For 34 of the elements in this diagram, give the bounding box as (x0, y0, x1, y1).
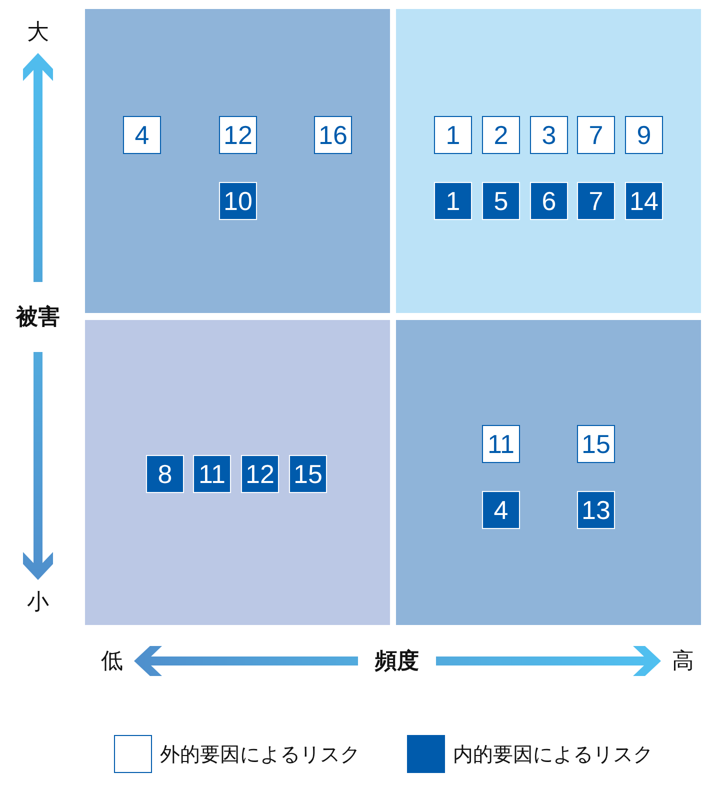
risk-number-tile: 5 (482, 182, 520, 220)
risk-number-tile: 8 (146, 455, 184, 493)
risk-number-tile: 4 (482, 491, 520, 529)
axis-end-label: 低 (101, 650, 123, 674)
quadrant-panel (85, 320, 390, 625)
risk-number-tile: 9 (625, 116, 663, 154)
axis-end-label: 小 (27, 590, 49, 616)
risk-number-tile: 2 (482, 116, 520, 154)
risk-number-tile: 16 (314, 116, 352, 154)
risk-number-tile: 15 (577, 425, 615, 463)
risk-number-tile: 11 (482, 425, 520, 463)
risk-number-tile: 11 (193, 455, 231, 493)
quadrant-panel (85, 9, 390, 313)
axis-title: 頻度 (375, 650, 419, 674)
axis-title: 被害 (16, 306, 60, 330)
axis-end-label: 大 (27, 20, 49, 46)
legend-label: 外的要因によるリスク (160, 743, 360, 765)
axis-end-label: 高 (672, 650, 694, 674)
risk-number-tile: 7 (577, 116, 615, 154)
risk-number-tile: 10 (219, 182, 257, 220)
risk-number-tile: 1 (434, 116, 472, 154)
quadrant-panel (396, 9, 701, 313)
risk-number-tile: 3 (530, 116, 568, 154)
risk-number-tile: 12 (241, 455, 279, 493)
risk-number-tile: 12 (219, 116, 257, 154)
legend-label: 内的要因によるリスク (453, 743, 653, 765)
risk-number-tile: 15 (289, 455, 327, 493)
risk-number-tile: 14 (625, 182, 663, 220)
quadrant-panel (396, 320, 701, 625)
risk-number-tile: 13 (577, 491, 615, 529)
risk-number-tile: 6 (530, 182, 568, 220)
risk-number-tile: 1 (434, 182, 472, 220)
risk-number-tile: 4 (123, 116, 161, 154)
risk-number-tile: 7 (577, 182, 615, 220)
